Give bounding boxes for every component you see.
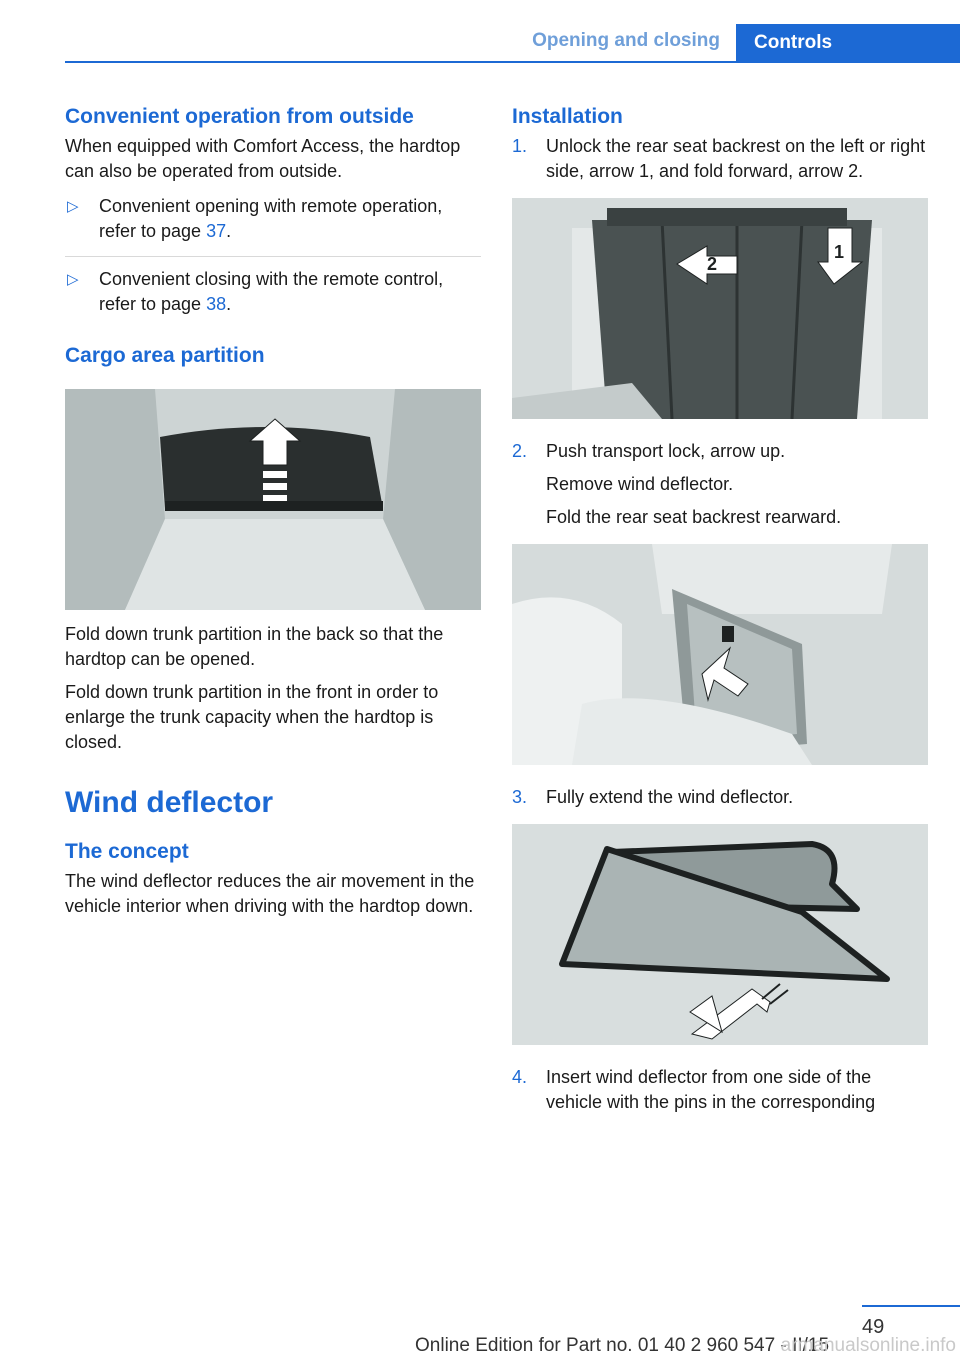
header-rule (65, 61, 960, 63)
wind-deflector-heading: Wind deflector (65, 786, 274, 819)
left-column: Convenient operation from outside When e… (65, 100, 481, 927)
right-column: Installation 1. Unlock the rear seat bac… (512, 100, 928, 1137)
installation-heading: Installation (512, 105, 623, 128)
page-link-37[interactable]: 37 (206, 221, 227, 241)
step-text: Unlock the rear seat backrest on the lef… (546, 136, 926, 181)
arrow-2-label: 2 (707, 254, 717, 274)
convenient-intro: When equipped with Comfort Access, the h… (65, 136, 461, 181)
wind-deflector-storage-figure (512, 544, 928, 765)
concept-heading: The concept (65, 840, 189, 863)
step-subtext: Remove wind deflector. (546, 474, 734, 494)
step-number: 1. (512, 136, 528, 156)
convenient-operation-heading: Convenient operation from outside (65, 105, 414, 128)
header-section-title: Opening and closing (532, 30, 720, 51)
cargo-paragraph-2: Fold down trunk partition in the front i… (65, 682, 439, 752)
cargo-paragraph-1: Fold down trunk partition in the back so… (65, 624, 444, 669)
page-number: 49 (862, 1316, 885, 1338)
header-tab-controls: Controls (736, 24, 960, 62)
extend-wind-deflector-figure (512, 824, 928, 1045)
step-number: 3. (512, 787, 528, 807)
step-number: 4. (512, 1067, 528, 1087)
step-3: 3. Fully extend the wind deflector. (512, 785, 928, 820)
step-2: 2. Push transport lock, arrow up. Remove… (512, 439, 928, 540)
step-number: 2. (512, 441, 528, 461)
cargo-partition-heading: Cargo area partition (65, 344, 265, 367)
arrow-1-label: 1 (834, 242, 844, 262)
triangle-bullet-icon: ▷ (67, 271, 79, 288)
step-text: Push transport lock, arrow up. (546, 441, 786, 461)
step-text: Insert wind deflector from one side of t… (546, 1067, 876, 1112)
bullet-list: ▷ Convenient opening with remote opera­t… (65, 194, 481, 329)
footer-rule (862, 1305, 960, 1307)
edition-text: Online Edition for Part no. 01 40 2 960 … (415, 1335, 830, 1356)
triangle-bullet-icon: ▷ (67, 198, 79, 215)
bullet-item: ▷ Convenient opening with remote opera­t… (65, 194, 481, 257)
concept-text: The wind deflector reduces the air movem… (65, 871, 475, 916)
step-subtext: Fold the rear seat backrest rearward. (546, 507, 842, 527)
cargo-partition-figure (65, 389, 481, 610)
bullet-item: ▷ Convenient closing with the remote con… (67, 269, 444, 314)
step-1: 1. Unlock the rear seat backrest on the … (512, 134, 928, 194)
step-4: 4. Insert wind deflector from one side o… (512, 1065, 928, 1125)
watermark: armanualsonline.info (780, 1335, 956, 1356)
seat-backrest-figure: 2 1 (512, 198, 928, 419)
step-text: Fully extend the wind deflector. (546, 787, 794, 807)
page-link-38[interactable]: 38 (206, 294, 227, 314)
